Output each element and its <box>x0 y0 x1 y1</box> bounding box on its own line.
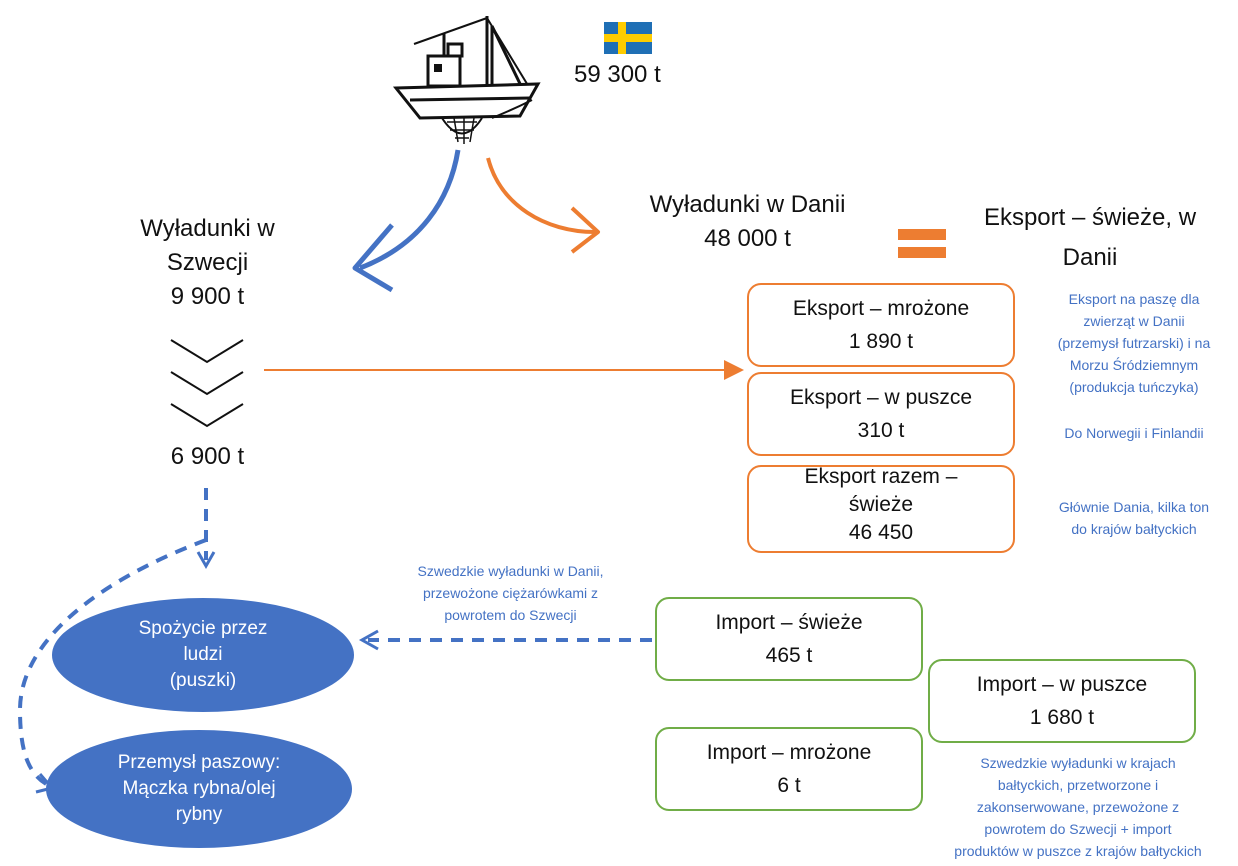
export-fresh-denmark-line-1: Eksport – świeże, w <box>983 204 1197 231</box>
human-consumption-oval: Spożycie przez ludzi (puszki) <box>52 598 354 712</box>
equals-sign-bottom <box>898 247 946 258</box>
export-frozen-note-line: (produkcja tuńczyka) <box>1069 379 1199 395</box>
export-canned-note-line: Do Norwegii i Finlandii <box>1064 425 1204 441</box>
arrow-to-feed <box>17 538 207 787</box>
chevron-2 <box>170 371 244 396</box>
total-catch-value: 59 300 t <box>574 61 661 88</box>
landings-sweden-line-3: 9 900 t <box>170 283 245 310</box>
import-canned-label: Import – w puszce <box>976 673 1148 696</box>
baltic-import-note: Szwedzkie wyładunki w krajach bałtyckich… <box>918 752 1238 862</box>
baltic-note-line: Szwedzkie wyładunki w krajach <box>980 755 1176 771</box>
total-catch-label: 59 300 t <box>574 58 694 92</box>
export-total-fresh-line-1: Eksport razem – <box>804 465 958 488</box>
arrow-import-to-consumption-head <box>358 629 379 651</box>
feed-industry-line-1: Przemysł paszowy: <box>117 752 281 773</box>
arrow-to-sweden-head <box>352 223 394 293</box>
consumption-line-1: Spożycie przez <box>138 618 268 639</box>
truck-transport-note: Szwedzkie wyładunki w Danii, przewożone … <box>378 560 643 626</box>
export-total-fresh-value: 46 450 <box>848 521 914 544</box>
export-fresh-denmark: Eksport – świeże, w Danii <box>950 198 1230 278</box>
landings-denmark-line-1: Wyładunki w Danii <box>649 191 846 218</box>
export-frozen-note-line: Morzu Śródziemnym <box>1069 357 1199 373</box>
chevron-1 <box>170 339 244 364</box>
truck-note-line: powrotem do Szwecji <box>444 607 577 623</box>
export-frozen-label: Eksport – mrożone <box>792 297 970 320</box>
export-total-fresh-note-line: Głównie Dania, kilka ton <box>1058 499 1210 515</box>
export-frozen-box: Eksport – mrożone 1 890 t <box>747 283 1015 367</box>
equals-sign-top <box>898 229 946 240</box>
import-fresh-value: 465 t <box>765 644 813 667</box>
arrow-to-sweden <box>359 149 461 271</box>
export-canned-note: Do Norwegii i Finlandii <box>1030 422 1238 444</box>
feed-industry-oval: Przemysł paszowy: Mączka rybna/olej rybn… <box>46 730 352 848</box>
export-fresh-denmark-line-2: Danii <box>1062 244 1118 271</box>
export-total-fresh-note-line: do krajów bałtyckich <box>1071 521 1197 537</box>
export-total-fresh-box: Eksport razem – świeże 46 450 <box>747 465 1015 553</box>
arrow-to-denmark-head <box>570 206 600 254</box>
import-frozen-box: Import – mrożone 6 t <box>655 727 923 811</box>
import-fresh-label: Import – świeże <box>715 611 863 634</box>
import-frozen-label: Import – mrożone <box>706 741 872 764</box>
export-total-fresh-line-2: świeże <box>848 493 914 516</box>
import-canned-box: Import – w puszce 1 680 t <box>928 659 1196 743</box>
consumption-line-2: ludzi <box>183 644 223 665</box>
export-frozen-note-line: (przemysł futrzarski) i na <box>1057 335 1211 351</box>
baltic-note-line: bałtyckich, przetworzone i <box>997 777 1159 793</box>
landings-sweden-line-1: Wyładunki w <box>140 215 275 242</box>
baltic-note-line: produktów w puszce z krajów bałtyckich <box>954 843 1202 859</box>
export-frozen-note-line: zwierząt w Danii <box>1083 313 1185 329</box>
feed-industry-line-2: Mączka rybna/olej <box>122 778 276 799</box>
truck-note-line: Szwedzkie wyładunki w Danii, <box>417 563 604 579</box>
import-fresh-box: Import – świeże 465 t <box>655 597 923 681</box>
import-frozen-value: 6 t <box>777 774 801 797</box>
arrow-to-consumption-head <box>196 551 216 570</box>
landings-denmark-line-2: 48 000 t <box>704 225 791 252</box>
export-frozen-note-line: Eksport na paszę dla <box>1068 291 1200 307</box>
landings-denmark: Wyładunki w Danii 48 000 t <box>610 188 885 256</box>
export-frozen-value: 1 890 t <box>848 330 914 353</box>
export-frozen-note: Eksport na paszę dla zwierząt w Danii (p… <box>1030 288 1238 398</box>
landings-sweden: Wyładunki w Szwecji 9 900 t <box>100 212 315 314</box>
landings-sweden-after: 6 900 t <box>140 440 275 474</box>
export-total-fresh-note: Głównie Dania, kilka ton do krajów bałty… <box>1030 496 1238 540</box>
chevron-3 <box>170 403 244 428</box>
truck-note-line: przewożone ciężarówkami z <box>422 585 599 601</box>
baltic-note-line: powrotem do Szwecji + import <box>984 821 1172 837</box>
feed-industry-line-3: rybny <box>175 804 223 825</box>
import-canned-value: 1 680 t <box>1029 706 1095 729</box>
fishing-boat-icon <box>392 14 542 154</box>
landings-sweden-line-2: Szwecji <box>166 249 249 276</box>
landings-sweden-after-value: 6 900 t <box>170 443 245 470</box>
arrow-to-denmark <box>486 157 596 234</box>
export-canned-box: Eksport – w puszce 310 t <box>747 372 1015 456</box>
sweden-flag-icon <box>604 22 652 54</box>
export-canned-label: Eksport – w puszce <box>789 386 973 409</box>
consumption-line-3: (puszki) <box>169 670 237 691</box>
export-canned-value: 310 t <box>857 419 905 442</box>
baltic-note-line: zakonserwowane, przewożone z <box>976 799 1180 815</box>
